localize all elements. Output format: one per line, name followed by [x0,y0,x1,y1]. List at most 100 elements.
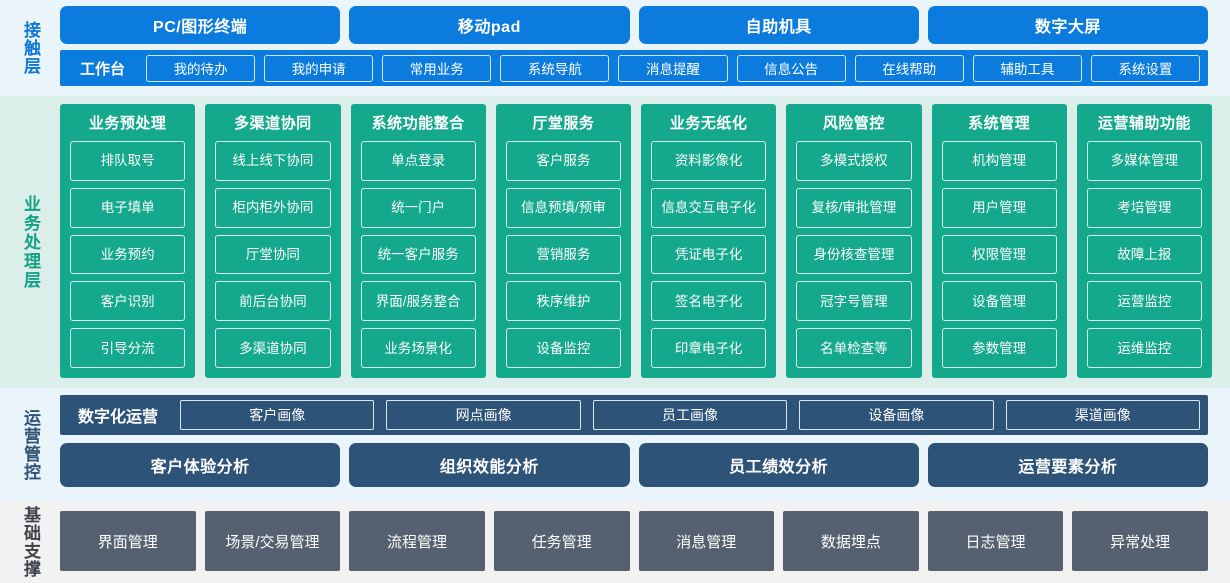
business-item[interactable]: 电子填单 [70,187,186,228]
base-item-data-tracking[interactable]: 数据埋点 [783,511,919,571]
business-item[interactable]: 运维监控 [1086,328,1202,368]
business-item[interactable]: 线上线下协同 [215,141,331,181]
business-item[interactable]: 前后台协同 [215,281,331,322]
layer-base-support: 基础支撑 界面管理 场景/交易管理 流程管理 任务管理 消息管理 数据埋点 日志… [0,501,1230,583]
business-item[interactable]: 多模式授权 [796,141,912,181]
business-item[interactable]: 引导分流 [70,328,186,368]
operations-layer-body: 数字化运营 客户画像 网点画像 员工画像 设备画像 渠道画像 客户体验分析 组织… [60,388,1230,501]
channel-row: PC/图形终端 移动pad 自助机具 数字大屏 [60,6,1208,44]
analysis-row: 客户体验分析 组织效能分析 员工绩效分析 运营要素分析 [60,443,1208,487]
business-item[interactable]: 厅堂协同 [215,234,331,275]
analysis-item-organization-efficiency[interactable]: 组织效能分析 [349,443,630,487]
workbench-item-my-application[interactable]: 我的申请 [264,54,374,82]
portrait-item-device[interactable]: 设备画像 [799,400,994,430]
business-item[interactable]: 考培管理 [1086,187,1202,228]
business-item[interactable]: 参数管理 [941,328,1057,368]
business-column-system-management: 系统管理 机构管理 用户管理 权限管理 设备管理 参数管理 [931,104,1067,378]
base-layer-body: 界面管理 场景/交易管理 流程管理 任务管理 消息管理 数据埋点 日志管理 异常… [60,501,1230,583]
base-item-log-management[interactable]: 日志管理 [927,511,1064,571]
base-item-ui-management[interactable]: 界面管理 [60,511,196,571]
business-column-risk-control: 风险管控 多模式授权 复核/审批管理 身份核查管理 冠字号管理 名单检查等 [786,104,922,378]
analysis-item-customer-experience[interactable]: 客户体验分析 [60,443,341,487]
workbench-row: 工作台 我的待办 我的申请 常用业务 系统导航 消息提醒 信息公告 在线帮助 辅… [60,50,1208,86]
workbench-item-my-todo[interactable]: 我的待办 [146,54,256,82]
business-item[interactable]: 业务场景化 [360,328,476,368]
business-item[interactable]: 界面/服务整合 [360,281,476,322]
business-column-preprocessing: 业务预处理 排队取号 电子填单 业务预约 客户识别 引导分流 [60,104,196,378]
business-column-system-integration: 系统功能整合 单点登录 统一门户 统一客户服务 界面/服务整合 业务场景化 [350,104,486,378]
portrait-item-employee[interactable]: 员工画像 [592,400,788,430]
business-column-wrap: 业务预处理 排队取号 电子填单 业务预约 客户识别 引导分流 多渠道协同 线上线… [60,104,1212,378]
business-item[interactable]: 凭证电子化 [651,234,767,275]
digital-operations-title: 数字化运营 [78,409,159,426]
channel-chip-mobile-pad[interactable]: 移动pad [349,6,630,44]
business-layer-body: 业务预处理 排队取号 电子填单 业务预约 客户识别 引导分流 多渠道协同 线上线… [60,96,1230,388]
business-column-title: 业务无纸化 [669,115,748,132]
base-item-scenario-transaction-management[interactable]: 场景/交易管理 [204,511,341,571]
business-item[interactable]: 复核/审批管理 [796,187,912,228]
business-item[interactable]: 运营监控 [1086,281,1202,322]
portrait-item-branch[interactable]: 网点画像 [386,400,581,430]
portrait-item-channel[interactable]: 渠道画像 [1005,400,1200,430]
workbench-item-information-bulletin[interactable]: 信息公告 [736,54,846,82]
layer-operations-control: 运营管控 数字化运营 客户画像 网点画像 员工画像 设备画像 渠道画像 客户体验… [0,388,1230,501]
business-item[interactable]: 设备监控 [505,328,621,368]
business-column-operation-support: 运营辅助功能 多媒体管理 考培管理 故障上报 运营监控 运维监控 [1076,104,1212,378]
workbench-item-system-navigation[interactable]: 系统导航 [500,54,610,82]
base-support-row: 界面管理 场景/交易管理 流程管理 任务管理 消息管理 数据埋点 日志管理 异常… [60,511,1208,571]
layer-contact: 接触层 PC/图形终端 移动pad 自助机具 数字大屏 工作台 我的待办 我的申… [0,0,1230,96]
business-item[interactable]: 用户管理 [941,187,1057,228]
business-column-title: 多渠道协同 [234,115,312,132]
workbench-item-online-help[interactable]: 在线帮助 [854,54,964,82]
business-item[interactable]: 客户识别 [70,281,186,322]
base-item-message-management[interactable]: 消息管理 [638,511,775,571]
contact-layer-body: PC/图形终端 移动pad 自助机具 数字大屏 工作台 我的待办 我的申请 常用… [60,0,1230,96]
workbench-item-system-settings[interactable]: 系统设置 [1090,54,1200,82]
business-item[interactable]: 信息预填/预审 [505,187,621,228]
business-item[interactable]: 印章电子化 [651,328,767,368]
business-item[interactable]: 柜内柜外协同 [215,187,331,228]
business-item[interactable]: 故障上报 [1086,234,1202,275]
base-item-task-management[interactable]: 任务管理 [493,511,630,571]
business-column-title: 系统功能整合 [371,115,465,132]
workbench-item-common-business[interactable]: 常用业务 [382,54,492,82]
analysis-item-employee-performance[interactable]: 员工绩效分析 [638,443,919,487]
base-item-process-management[interactable]: 流程管理 [349,511,485,571]
channel-chip-digital-screen[interactable]: 数字大屏 [927,6,1208,44]
portrait-item-customer[interactable]: 客户画像 [180,400,375,430]
business-column-paperless: 业务无纸化 资料影像化 信息交互电子化 凭证电子化 签名电子化 印章电子化 [641,104,777,378]
business-item[interactable]: 业务预约 [70,234,186,275]
channel-chip-pc[interactable]: PC/图形终端 [60,6,341,44]
business-item[interactable]: 单点登录 [360,141,476,181]
business-item[interactable]: 客户服务 [505,141,621,181]
business-item[interactable]: 资料影像化 [651,141,767,181]
business-column-title: 厅堂服务 [532,115,595,132]
business-item[interactable]: 排队取号 [70,141,186,181]
layer-label-contact: 接触层 [21,21,41,75]
business-item[interactable]: 设备管理 [941,281,1057,322]
business-item[interactable]: 营销服务 [505,234,621,275]
business-item[interactable]: 名单检查等 [796,328,912,368]
business-item[interactable]: 统一客户服务 [360,234,476,275]
business-item[interactable]: 权限管理 [941,234,1057,275]
base-item-exception-handling[interactable]: 异常处理 [1072,511,1208,571]
business-item[interactable]: 签名电子化 [651,281,767,322]
business-item[interactable]: 信息交互电子化 [651,187,767,228]
business-item[interactable]: 冠字号管理 [796,281,912,322]
business-item[interactable]: 多渠道协同 [215,328,331,368]
workbench-item-auxiliary-tools[interactable]: 辅助工具 [972,54,1082,82]
business-item[interactable]: 多媒体管理 [1086,141,1202,181]
workbench-title: 工作台 [80,60,126,78]
layer-business-processing: 业务处理层 业务预处理 排队取号 电子填单 业务预约 客户识别 引导分流 多渠道… [0,96,1230,388]
workbench-item-message-reminder[interactable]: 消息提醒 [618,54,728,82]
digital-operations-row: 数字化运营 客户画像 网点画像 员工画像 设备画像 渠道画像 [60,395,1208,435]
business-item[interactable]: 统一门户 [360,187,476,228]
channel-chip-self-service[interactable]: 自助机具 [638,6,919,44]
business-item[interactable]: 秩序维护 [505,281,621,322]
analysis-item-operation-elements[interactable]: 运营要素分析 [927,443,1208,487]
business-item[interactable]: 身份核查管理 [796,234,912,275]
layer-label-operations-control: 运营管控 [21,408,41,481]
business-item[interactable]: 机构管理 [941,141,1057,181]
layer-label-business-processing: 业务处理层 [21,194,41,290]
